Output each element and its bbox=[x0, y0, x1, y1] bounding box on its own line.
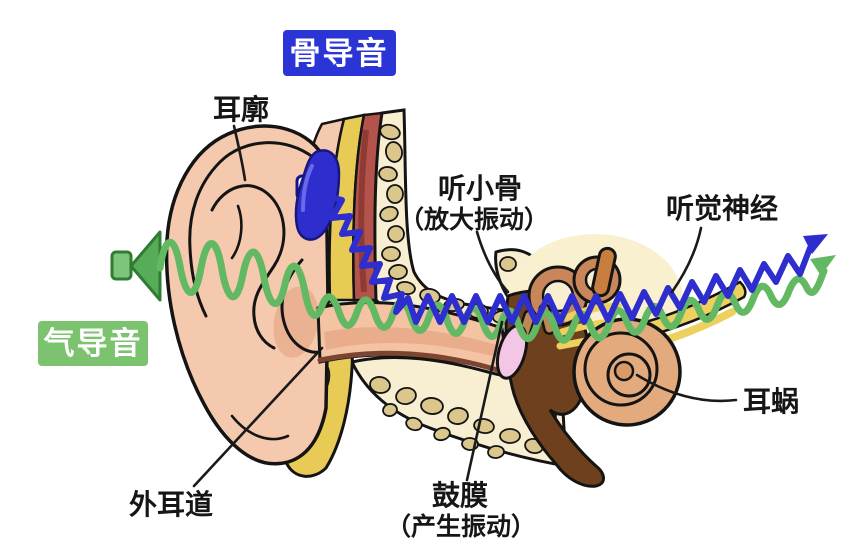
label-auditory-nerve: 听觉神经 bbox=[666, 192, 778, 225]
label-ossicles-line1: 听小骨 bbox=[438, 172, 522, 205]
label-ear-canal: 外耳道 bbox=[129, 488, 213, 521]
helix-fold bbox=[188, 141, 316, 318]
green-wave-path bbox=[156, 238, 828, 344]
canal-lining bbox=[317, 350, 507, 375]
label-pinna: 耳廓 bbox=[213, 93, 269, 126]
badge-bone-conduction: 骨导音 bbox=[283, 30, 396, 76]
blue-wave-arrow bbox=[803, 234, 828, 254]
text-labels: 耳廓 听小骨 （放大振动） 听觉神经 耳蜗 外耳道 鼓膜 （产生振动） bbox=[129, 93, 799, 541]
air-conduction-wave bbox=[156, 238, 836, 344]
label-eardrum-line2: （产生振动） bbox=[386, 512, 536, 541]
bone-conduction-wave bbox=[323, 193, 828, 325]
pointer-cochlea bbox=[635, 373, 738, 403]
speaker-icon bbox=[110, 230, 162, 302]
pinna-shape bbox=[164, 124, 330, 466]
device-highlight bbox=[301, 164, 314, 212]
cochlea-spiral bbox=[572, 317, 682, 427]
canal-inner-shade bbox=[324, 327, 500, 358]
label-eardrum-line1: 鼓膜 bbox=[432, 479, 488, 512]
label-ossicles-line2: （放大振动） bbox=[399, 205, 549, 234]
pointer-auditory-nerve bbox=[670, 226, 703, 294]
blue-wave-path bbox=[323, 193, 813, 325]
green-wave-arrow bbox=[810, 255, 836, 276]
bone-texture bbox=[369, 123, 557, 459]
label-cochlea: 耳蜗 bbox=[743, 385, 799, 418]
bone-conduction-device bbox=[294, 149, 341, 241]
pointer-lines bbox=[192, 124, 738, 488]
pointer-pinna bbox=[232, 124, 247, 182]
pointer-ossicles bbox=[475, 230, 510, 294]
badge-air-label: 气导音 bbox=[43, 326, 143, 362]
badge-air-conduction: 气导音 bbox=[38, 321, 148, 366]
pointer-eardrum bbox=[465, 320, 504, 482]
device-body bbox=[294, 149, 341, 241]
pointer-ear-canal bbox=[192, 346, 324, 488]
antihelix-fold bbox=[210, 184, 286, 350]
lobe-crease bbox=[230, 414, 290, 441]
badge-bone-label: 骨导音 bbox=[290, 36, 389, 72]
inner-fold bbox=[230, 204, 243, 260]
muscle-stripe bbox=[358, 129, 369, 293]
